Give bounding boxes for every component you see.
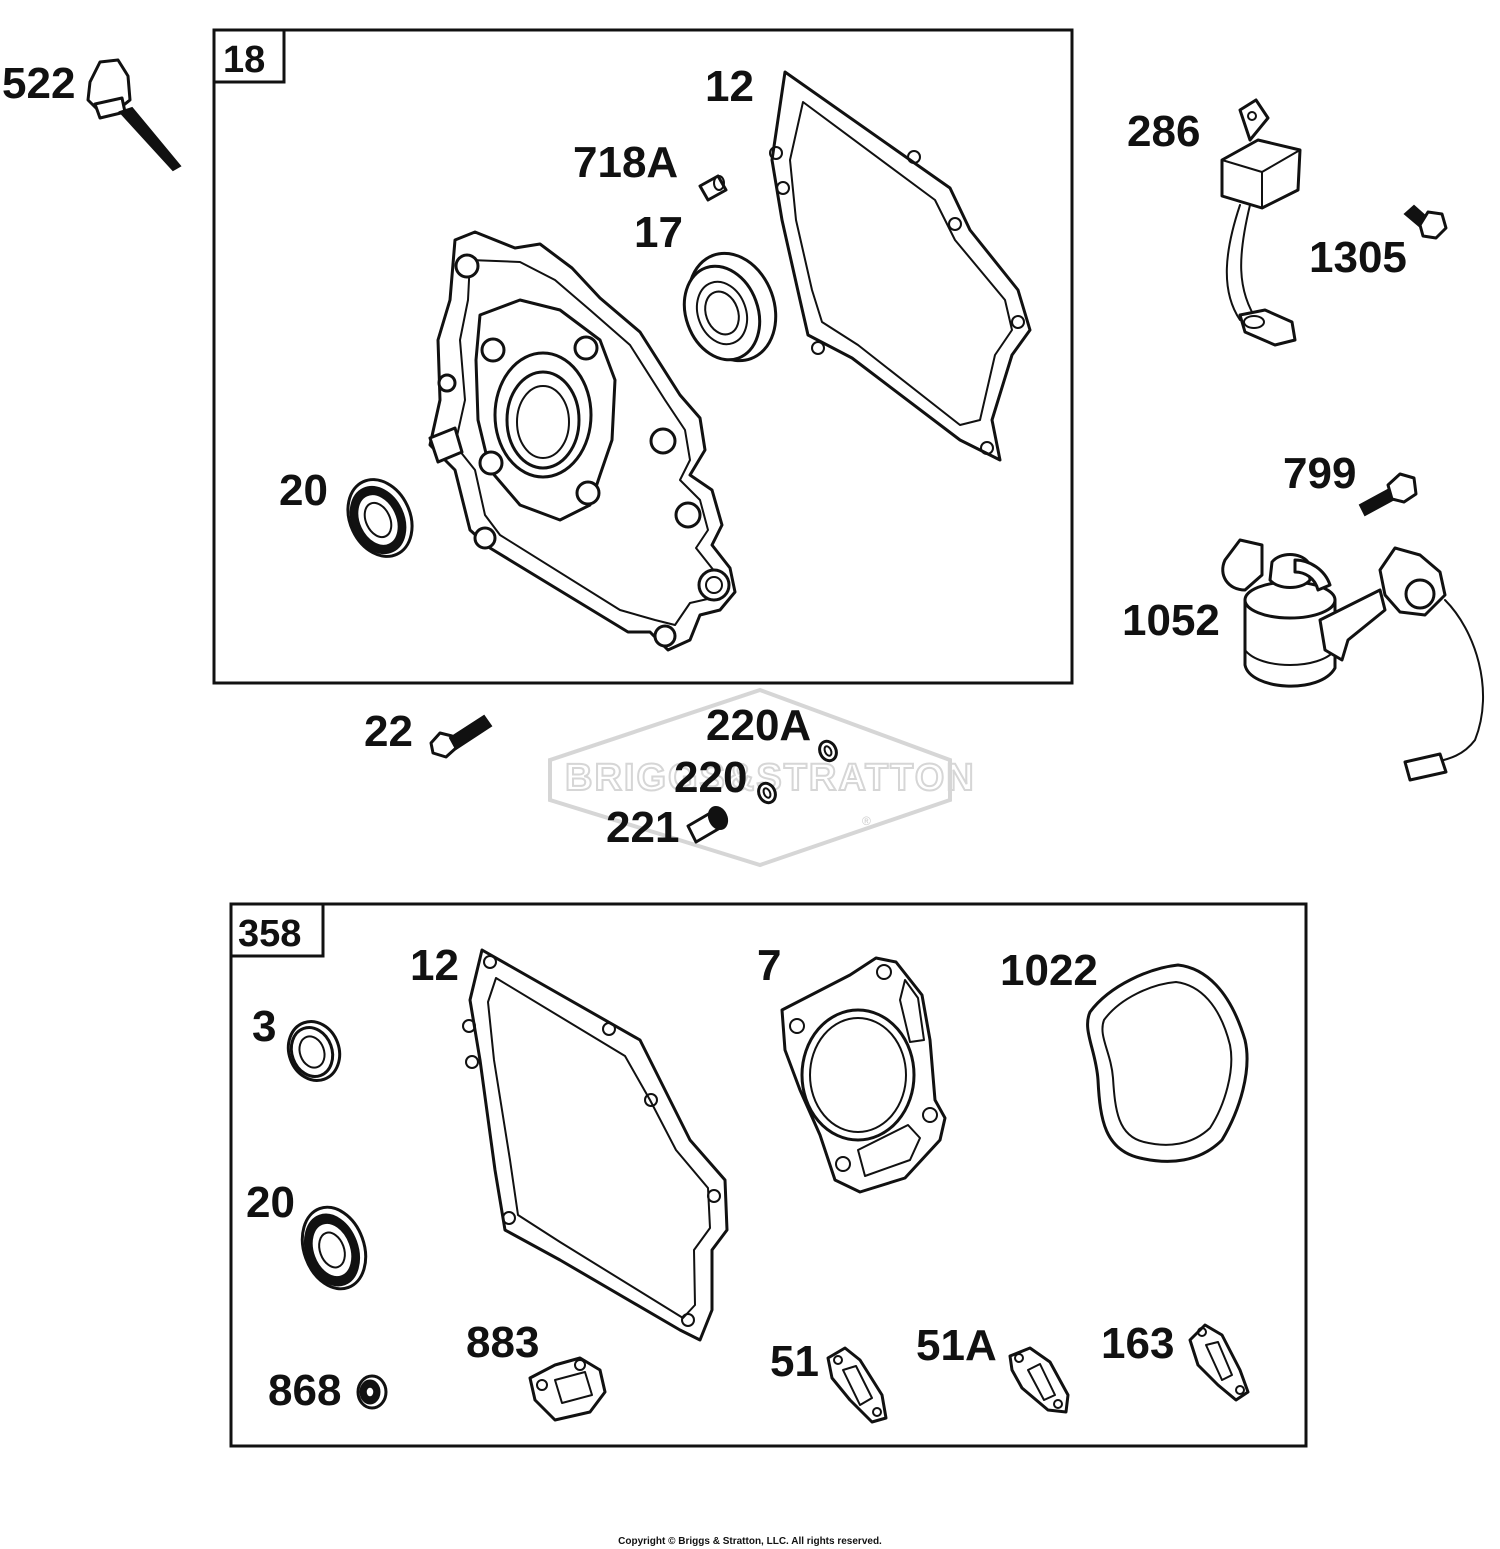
crankcase-gasket-kit-part[interactable] [462, 948, 729, 1342]
label-12-bottom: 12 [410, 941, 459, 990]
label-3: 3 [252, 1002, 276, 1051]
bolt-799-part[interactable] [1358, 472, 1418, 517]
label-286: 286 [1127, 107, 1200, 156]
label-221: 221 [606, 803, 679, 852]
crankcase-gasket-part[interactable] [769, 70, 1032, 462]
label-22: 22 [364, 707, 413, 756]
label-7: 7 [757, 941, 781, 990]
screw-221-part[interactable] [686, 803, 731, 844]
label-1305: 1305 [1309, 233, 1407, 282]
kit-358-label: 358 [238, 913, 301, 955]
label-718A: 718A [573, 138, 678, 187]
oil-sensor-part[interactable] [1220, 98, 1302, 347]
label-868: 868 [268, 1366, 341, 1415]
label-220: 220 [674, 753, 747, 802]
label-799: 799 [1283, 449, 1356, 498]
kit-18-label: 18 [223, 39, 265, 81]
oil-seal-kit-part[interactable] [291, 1198, 376, 1297]
valve-seal-part[interactable] [356, 1374, 388, 1410]
gasket-51-part[interactable] [826, 1346, 888, 1424]
label-522: 522 [2, 59, 75, 108]
gasket-51A-part[interactable] [1008, 1346, 1070, 1414]
label-20-top: 20 [279, 466, 328, 515]
kit-18-box: 18 [212, 28, 1074, 685]
gasket-163-part[interactable] [1188, 1323, 1250, 1402]
label-883: 883 [466, 1318, 539, 1367]
label-163: 163 [1101, 1319, 1174, 1368]
label-20-bottom: 20 [246, 1178, 295, 1227]
small-seal-part[interactable] [280, 1014, 348, 1087]
dowel-pin-part[interactable] [698, 174, 728, 202]
label-1022: 1022 [1000, 946, 1098, 995]
watermark-registered: ® [862, 814, 871, 828]
cover-gasket-part[interactable] [1086, 963, 1249, 1163]
label-51: 51 [770, 1337, 819, 1386]
dipstick-part[interactable] [86, 58, 182, 172]
bearing-part[interactable] [672, 241, 791, 373]
kit-358-box: 358 [229, 902, 1308, 1448]
oil-switch-part[interactable] [1221, 538, 1484, 782]
crankcase-cover-part[interactable] [428, 230, 737, 652]
brand-watermark: BRIGGS&STRATTON ® [548, 687, 975, 868]
label-1052: 1052 [1122, 596, 1220, 645]
label-12-top: 12 [705, 62, 754, 111]
bolt-1305-part[interactable] [1403, 204, 1448, 240]
washer-220-part[interactable] [756, 781, 779, 806]
head-gasket-part[interactable] [780, 956, 947, 1194]
bolt-22-part[interactable] [429, 714, 493, 759]
copyright-text: Copyright © Briggs & Stratton, LLC. All … [618, 1536, 882, 1547]
label-17: 17 [634, 208, 683, 257]
label-51A: 51A [916, 1321, 997, 1370]
label-220A: 220A [706, 701, 811, 750]
washer-220A-part[interactable] [817, 739, 840, 764]
oil-seal-part[interactable] [336, 469, 424, 567]
gasket-883-part[interactable] [528, 1356, 607, 1422]
